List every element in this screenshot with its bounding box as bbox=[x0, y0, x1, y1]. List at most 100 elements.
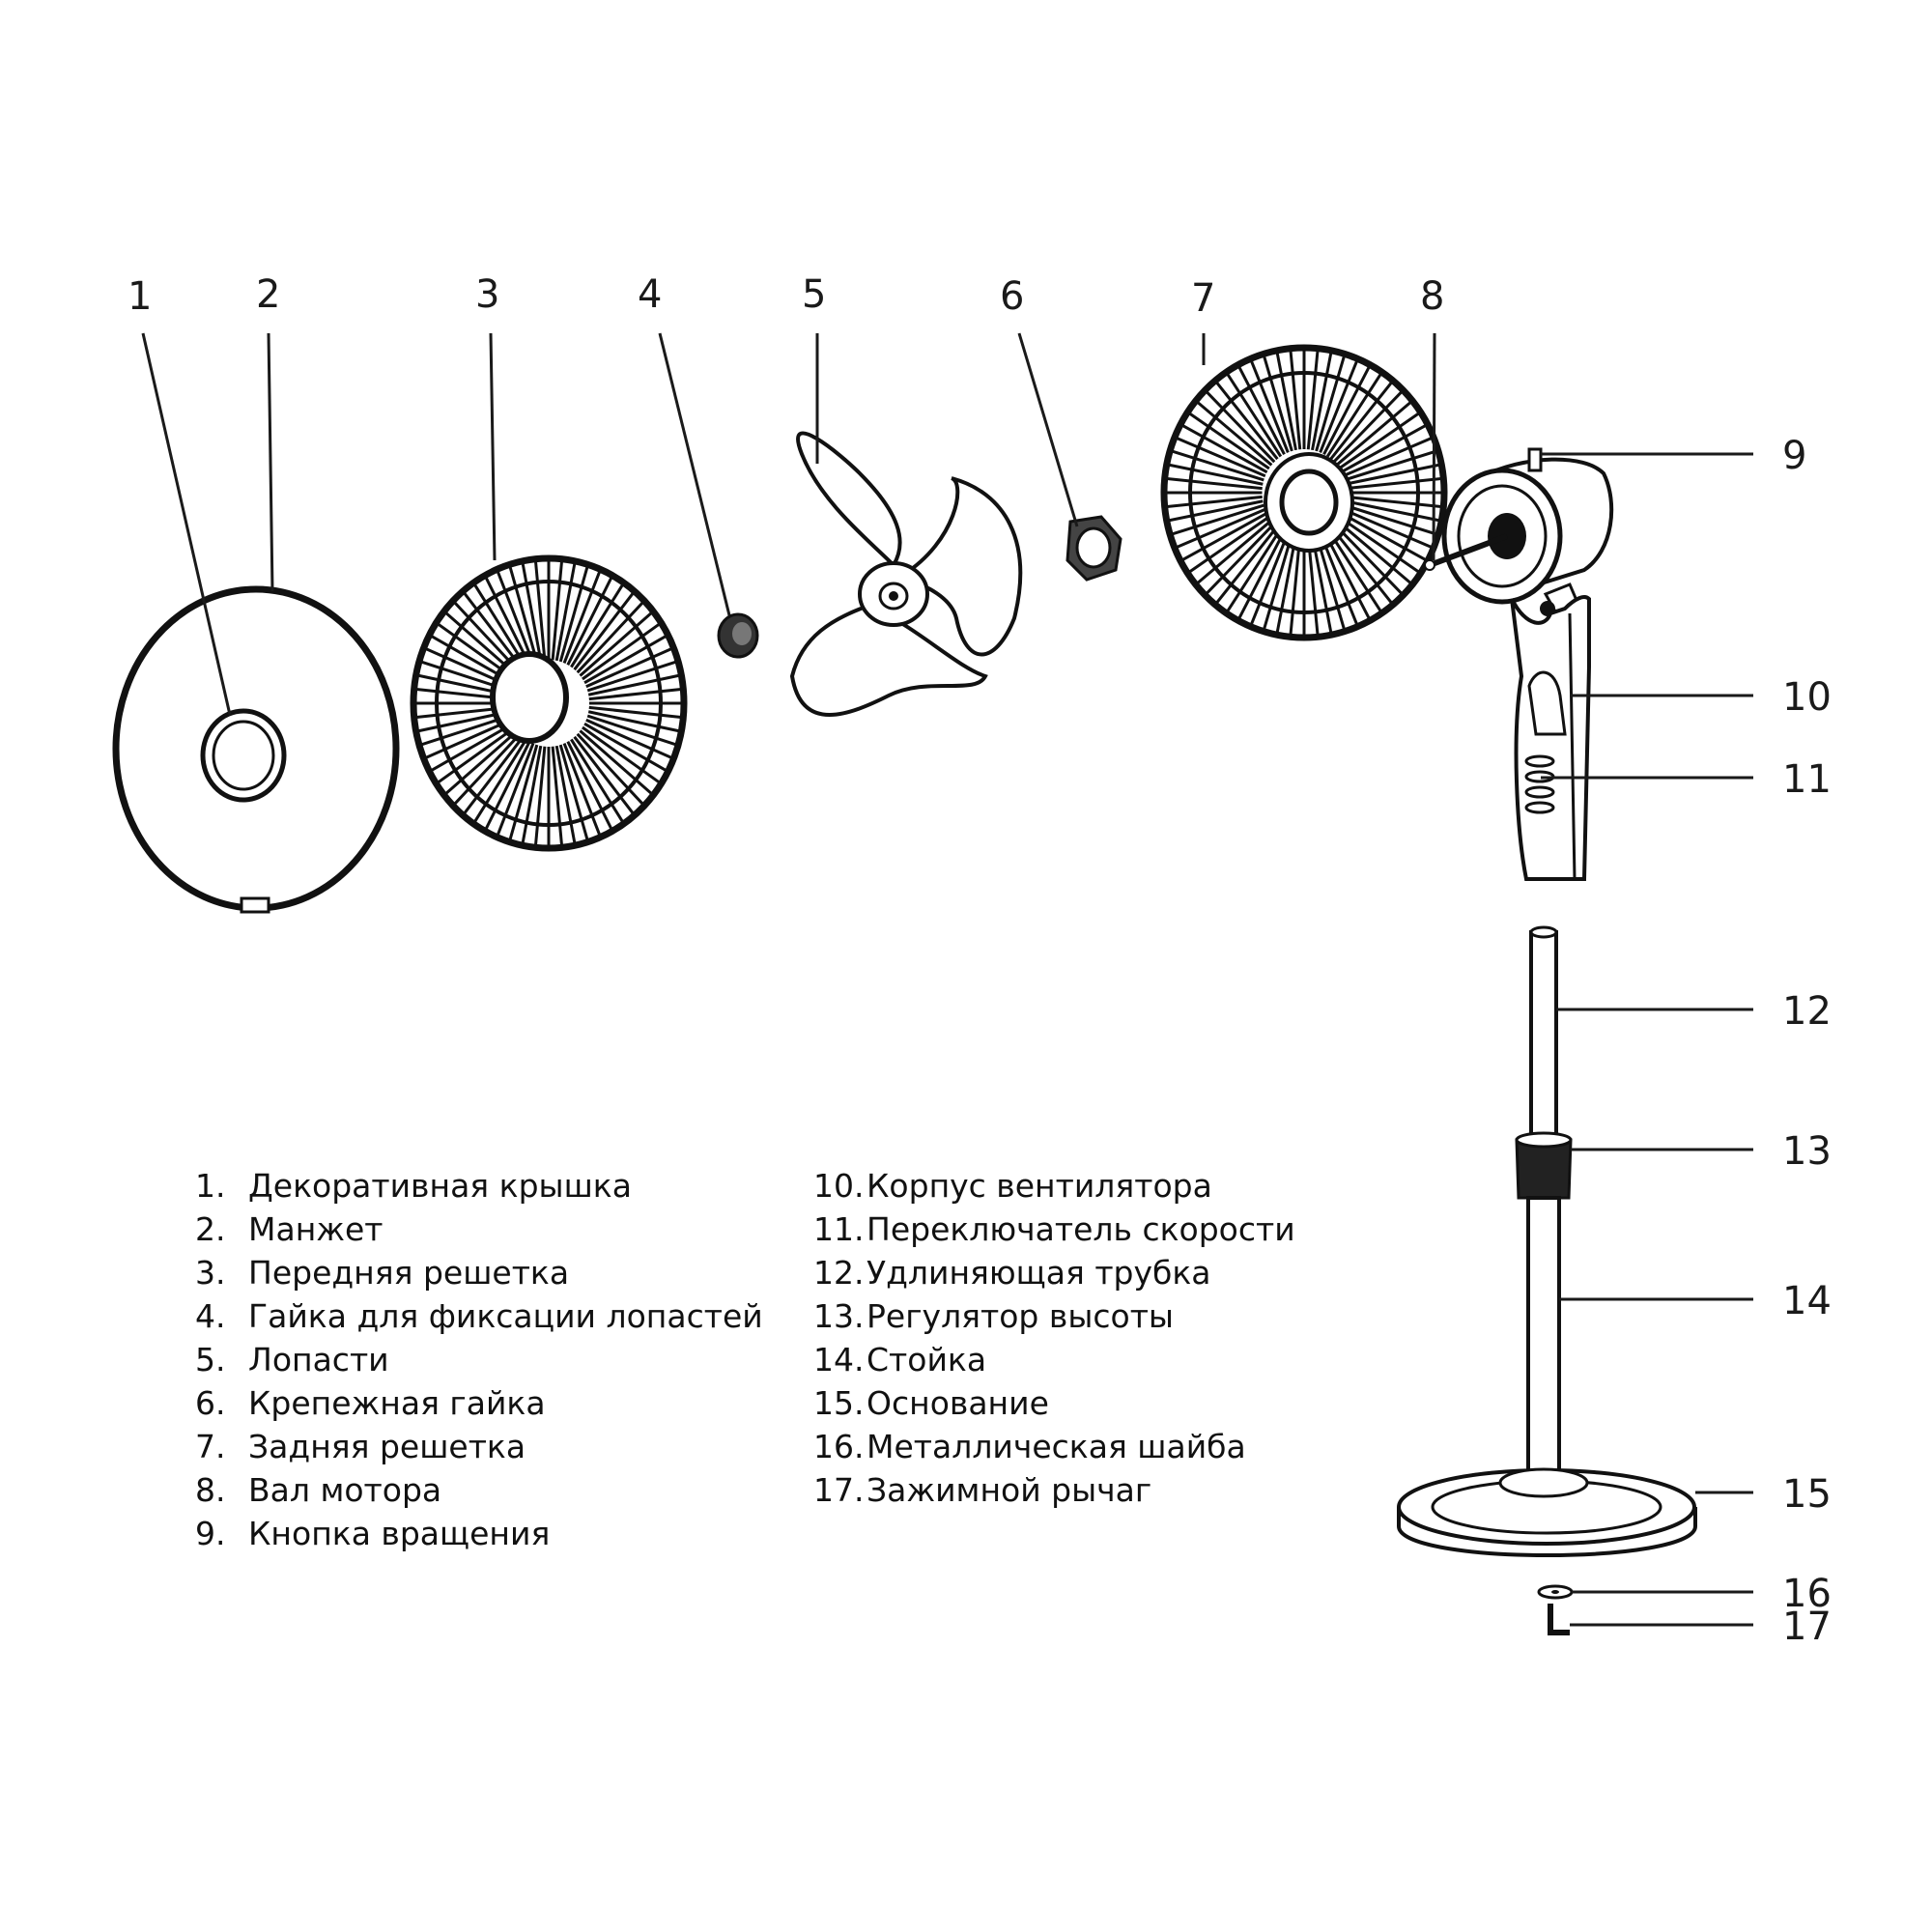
legend-item: 5.Лопасти bbox=[195, 1338, 763, 1381]
grill-spoke bbox=[1332, 388, 1405, 464]
grill-spoke bbox=[1225, 371, 1283, 458]
grill-spoke bbox=[533, 746, 547, 848]
grill-spoke bbox=[1174, 436, 1266, 478]
grill-spoke bbox=[582, 621, 663, 681]
grill-spoke bbox=[1345, 499, 1442, 523]
grill-spoke bbox=[1262, 533, 1293, 632]
grill-spoke bbox=[1213, 525, 1279, 606]
legend-label: Гайка для фиксации лопастей bbox=[248, 1297, 763, 1335]
grill-spoke bbox=[1213, 380, 1279, 461]
grill-spoke bbox=[1186, 411, 1270, 470]
grill-spoke bbox=[554, 745, 577, 846]
grill-spoke bbox=[1169, 449, 1264, 482]
grill-spoke bbox=[551, 558, 564, 661]
grill-spoke bbox=[1249, 532, 1290, 628]
grill-spoke bbox=[496, 743, 535, 838]
grill-spoke bbox=[1194, 399, 1273, 467]
grill-spoke bbox=[1169, 503, 1264, 536]
legend-num: 10. bbox=[813, 1167, 865, 1205]
grill-spoke bbox=[521, 560, 543, 662]
callout-6: 6 bbox=[1000, 274, 1024, 319]
grill-spoke bbox=[583, 722, 669, 774]
grill-spoke bbox=[1325, 371, 1383, 458]
grill-spoke bbox=[435, 725, 516, 785]
grill-spoke bbox=[1342, 436, 1435, 478]
callout-3: 3 bbox=[475, 272, 499, 317]
grill-spoke bbox=[471, 582, 527, 668]
callout-4: 4 bbox=[638, 272, 662, 317]
legend-num: 14. bbox=[813, 1341, 865, 1378]
grill-spoke bbox=[551, 746, 564, 848]
part-14-pole bbox=[1526, 1196, 1561, 1485]
grill-spoke bbox=[1306, 348, 1320, 450]
legend-label: Крепежная гайка bbox=[248, 1384, 546, 1422]
grill-spoke bbox=[1179, 422, 1268, 474]
part-13-height-adjuster bbox=[1515, 1131, 1573, 1200]
legend-label: Зажимной рычаг bbox=[867, 1471, 1152, 1509]
grill-spoke bbox=[570, 582, 626, 668]
grill-spoke bbox=[451, 732, 522, 808]
legend-item: 11.Переключатель скорости bbox=[813, 1208, 1295, 1251]
part-7-rear-grill bbox=[1160, 344, 1448, 641]
grill-spoke bbox=[1164, 476, 1263, 491]
legend-label: Манжет bbox=[248, 1210, 384, 1248]
legend-num: 4. bbox=[195, 1297, 226, 1335]
grill-spoke bbox=[1342, 507, 1435, 550]
legend-item: 12.Удлиняющая трубка bbox=[813, 1251, 1295, 1294]
grill-spoke bbox=[1186, 515, 1270, 575]
legend-label: Регулятор высоты bbox=[867, 1297, 1174, 1335]
grill-spoke bbox=[1194, 519, 1273, 586]
grill-spoke bbox=[418, 714, 511, 747]
legend-label: Передняя решетка bbox=[248, 1254, 570, 1292]
part-15-base bbox=[1397, 1467, 1697, 1557]
part-6-fixing-nut bbox=[1065, 515, 1122, 582]
grill-spoke bbox=[1332, 522, 1405, 597]
callout-7: 7 bbox=[1191, 276, 1215, 321]
part-17-clamp-lever bbox=[1548, 1604, 1570, 1635]
callout-5: 5 bbox=[802, 272, 826, 317]
grill-spoke bbox=[1344, 449, 1439, 482]
grill-spoke bbox=[1319, 357, 1359, 453]
legend-item: 4. Гайка для фиксации лопастей bbox=[195, 1294, 763, 1338]
legend-item: 2.Манжет bbox=[195, 1208, 763, 1251]
grill-spoke bbox=[1311, 350, 1333, 451]
legend-num: 12. bbox=[813, 1254, 865, 1292]
callout-9: 9 bbox=[1782, 434, 1806, 478]
grill-spoke bbox=[521, 745, 543, 846]
grill-spoke bbox=[1315, 354, 1347, 452]
grill-spoke bbox=[1174, 507, 1266, 550]
legend-num: 5. bbox=[195, 1341, 226, 1378]
grill-spoke bbox=[496, 568, 535, 664]
legend-num: 17. bbox=[813, 1471, 865, 1509]
grill-spoke bbox=[1204, 388, 1276, 464]
legend-num: 7. bbox=[195, 1428, 226, 1465]
legend-label: Задняя решетка bbox=[248, 1428, 526, 1465]
grill-spoke bbox=[533, 558, 547, 661]
grill-spoke bbox=[471, 738, 527, 825]
grill-spoke bbox=[1236, 529, 1286, 621]
part-1-decorative-cap bbox=[200, 708, 287, 803]
legend-num: 3. bbox=[195, 1254, 226, 1292]
grill-spoke bbox=[573, 590, 637, 671]
grill-spoke bbox=[1329, 525, 1395, 606]
legend-num: 13. bbox=[813, 1297, 865, 1335]
legend-item: 6.Крепежная гайка bbox=[195, 1381, 763, 1425]
leader-lines bbox=[141, 332, 1753, 1627]
legend-item: 3. Передняя решетка bbox=[195, 1251, 763, 1294]
grill-spoke bbox=[576, 732, 646, 808]
grill-spoke bbox=[1344, 503, 1439, 536]
grill-spoke bbox=[1335, 399, 1414, 467]
grill-spoke bbox=[1338, 411, 1422, 470]
grill-spoke bbox=[586, 660, 679, 693]
grill-spoke bbox=[1335, 519, 1414, 586]
legend-label: Вал мотора bbox=[248, 1471, 442, 1509]
legend-label: Кнопка вращения bbox=[248, 1515, 551, 1552]
grill-spoke bbox=[558, 564, 590, 663]
part-4-blade-nut bbox=[717, 612, 759, 659]
part-16-metal-washer bbox=[1537, 1584, 1574, 1600]
grill-spoke bbox=[1289, 535, 1302, 638]
grill-spoke bbox=[566, 741, 614, 832]
grill-spoke bbox=[507, 564, 539, 663]
part-8-motor-shaft bbox=[1424, 533, 1509, 571]
